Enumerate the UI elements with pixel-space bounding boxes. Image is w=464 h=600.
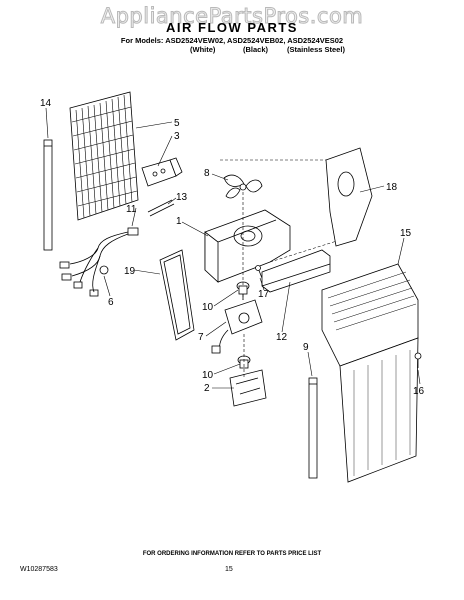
part-9-strip <box>308 377 318 479</box>
callout-3: 3 <box>174 131 180 142</box>
part-19-duct <box>159 249 195 341</box>
callout-11: 11 <box>126 204 137 215</box>
part-8-fan-blade <box>223 174 263 199</box>
models-line: For Models: ASD2524VEW02, ASD2524VEB02, … <box>120 36 344 45</box>
diagram-title: AIR FLOW PARTS <box>166 20 298 35</box>
callout-14: 14 <box>40 98 52 109</box>
callout-12: 12 <box>276 332 288 343</box>
part-1-housing <box>204 209 291 283</box>
callout-8: 8 <box>204 168 210 179</box>
callout-18: 18 <box>386 182 398 193</box>
part-2-motor-bracket <box>229 369 267 407</box>
part-7-motor <box>211 294 263 354</box>
page-number: 15 <box>225 566 233 573</box>
variant-label-stainless: (Stainless Steel) <box>287 45 345 54</box>
leader-lines <box>45 107 421 389</box>
part-11-harness <box>59 227 139 297</box>
callout-6: 6 <box>108 297 114 308</box>
callout-15: 15 <box>400 228 412 239</box>
variant-label-white: (White) <box>190 45 216 54</box>
part-17-screw <box>255 265 263 279</box>
callout-labels: 14 5 3 13 11 6 8 1 19 10 17 7 12 10 2 18… <box>40 98 425 397</box>
callout-7: 7 <box>198 332 204 343</box>
assembly-axis <box>220 159 341 378</box>
callout-2: 2 <box>204 383 210 394</box>
part-5-grille <box>69 91 139 221</box>
part-12-bracket <box>261 249 331 293</box>
watermark: AppliancePartsPros.com <box>100 4 364 29</box>
rear-panel <box>339 337 419 483</box>
part-3-bracket <box>141 157 183 187</box>
ordering-note: FOR ORDERING INFORMATION REFER TO PARTS … <box>142 551 322 557</box>
callout-13: 13 <box>176 192 188 203</box>
callout-10-lower: 10 <box>202 370 214 381</box>
part-16-screw <box>414 352 422 368</box>
callout-19: 19 <box>124 266 136 277</box>
document-id: W10287583 <box>20 566 58 573</box>
callout-5: 5 <box>174 118 180 129</box>
part-14-strip <box>43 139 53 251</box>
callout-10-upper: 10 <box>202 302 214 313</box>
part-18-duct <box>325 147 373 247</box>
part-13-strap <box>147 199 175 217</box>
callout-16: 16 <box>413 386 425 397</box>
callout-9: 9 <box>303 342 309 353</box>
variant-label-black: (Black) <box>243 45 269 54</box>
callout-1: 1 <box>176 216 182 227</box>
callout-17: 17 <box>258 289 270 300</box>
